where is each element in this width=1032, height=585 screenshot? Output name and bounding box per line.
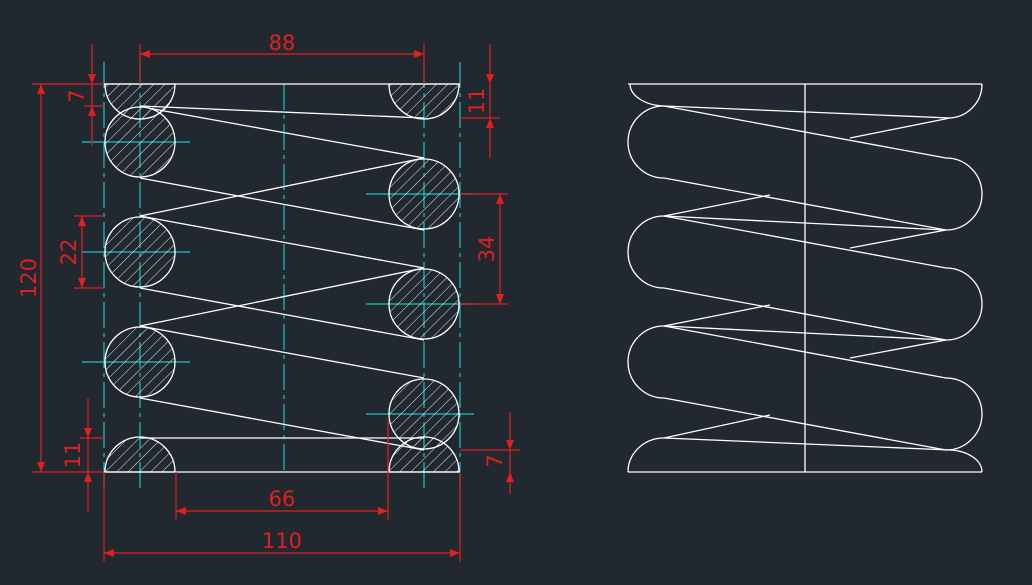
- dim-bottom-left-offset: 11: [61, 442, 85, 469]
- wire-section: [388, 158, 460, 230]
- wire-section-half: [104, 436, 176, 473]
- dim-top-left-offset: 7: [65, 89, 89, 102]
- wire-section-half: [388, 83, 460, 120]
- section-view: 88 66 110 120 22 34 7 11 11 7: [17, 31, 520, 562]
- dim-wire: 22: [57, 239, 81, 266]
- dim-bottom-outer: 110: [262, 529, 302, 553]
- wire-section: [388, 268, 460, 340]
- dim-height: 120: [17, 258, 41, 298]
- dim-pitch: 34: [475, 236, 499, 263]
- wire-section-half: [388, 436, 460, 473]
- wire-section-half: [104, 83, 176, 120]
- dim-bottom-inner: 66: [269, 487, 296, 511]
- coil-outline: [104, 83, 460, 473]
- wire-sections: [104, 83, 460, 473]
- outside-view: [627, 83, 983, 473]
- dim-bottom-right-offset: 7: [483, 454, 507, 467]
- dimension-labels: 88 66 110 120 22 34 7 11 11 7: [17, 31, 507, 553]
- dim-top-right-offset: 11: [465, 88, 489, 115]
- wire-section: [104, 216, 176, 288]
- dim-top-width: 88: [269, 31, 296, 55]
- wire-section: [104, 326, 176, 398]
- dimensions: [32, 44, 520, 562]
